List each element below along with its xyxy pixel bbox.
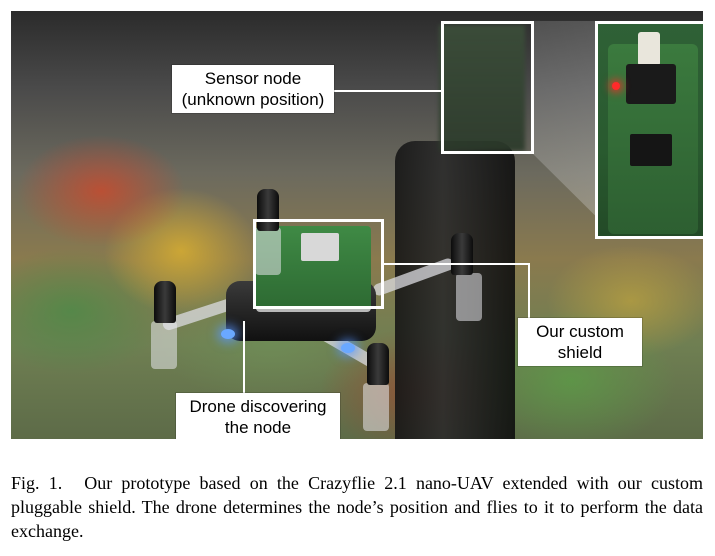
callout-leader-line — [528, 263, 530, 319]
stand-pole — [395, 141, 515, 439]
sensor-node-blurred — [439, 25, 525, 151]
callout-leader-line — [323, 90, 443, 92]
zoom-antenna — [638, 32, 660, 66]
callout-line: (unknown position) — [181, 90, 325, 109]
drone-motor — [367, 343, 389, 385]
callout-line: the node — [224, 418, 292, 437]
custom-shield-callout: Our custom shield — [518, 318, 642, 366]
sensor-node-callout: Sensor node (unknown position) — [172, 65, 334, 113]
red-led — [612, 82, 620, 90]
motor-mount — [151, 321, 177, 369]
callout-line: Drone discovering — [189, 397, 327, 416]
callout-line: shield — [557, 343, 603, 362]
figure-caption: Fig. 1.Our prototype based on the Crazyf… — [11, 471, 703, 543]
motor-mount — [456, 273, 482, 321]
blue-led — [221, 329, 235, 339]
drone-callout: Drone discovering the node — [176, 393, 340, 439]
figure-label: Fig. 1. — [11, 473, 63, 493]
callout-leader-line — [381, 263, 529, 265]
callout-line: Our custom — [536, 322, 624, 341]
motor-mount — [255, 227, 281, 275]
drone-motor — [451, 233, 473, 275]
sensor-node-frame — [441, 21, 534, 154]
drone-motor — [154, 281, 176, 323]
zoom-chip — [626, 64, 676, 104]
motor-mount — [363, 383, 389, 431]
sensor-node-zoom-inset — [595, 21, 703, 239]
figure-photo: Sensor node (unknown position) Our custo… — [11, 11, 703, 439]
callout-line: Sensor node — [204, 69, 302, 88]
callout-leader-line — [243, 321, 245, 394]
shield-frame — [253, 219, 384, 309]
zoom-chip — [630, 134, 672, 166]
blue-led — [341, 343, 355, 353]
shield-chip — [301, 233, 339, 261]
caption-text: Our prototype based on the Crazyflie 2.1… — [11, 473, 703, 541]
